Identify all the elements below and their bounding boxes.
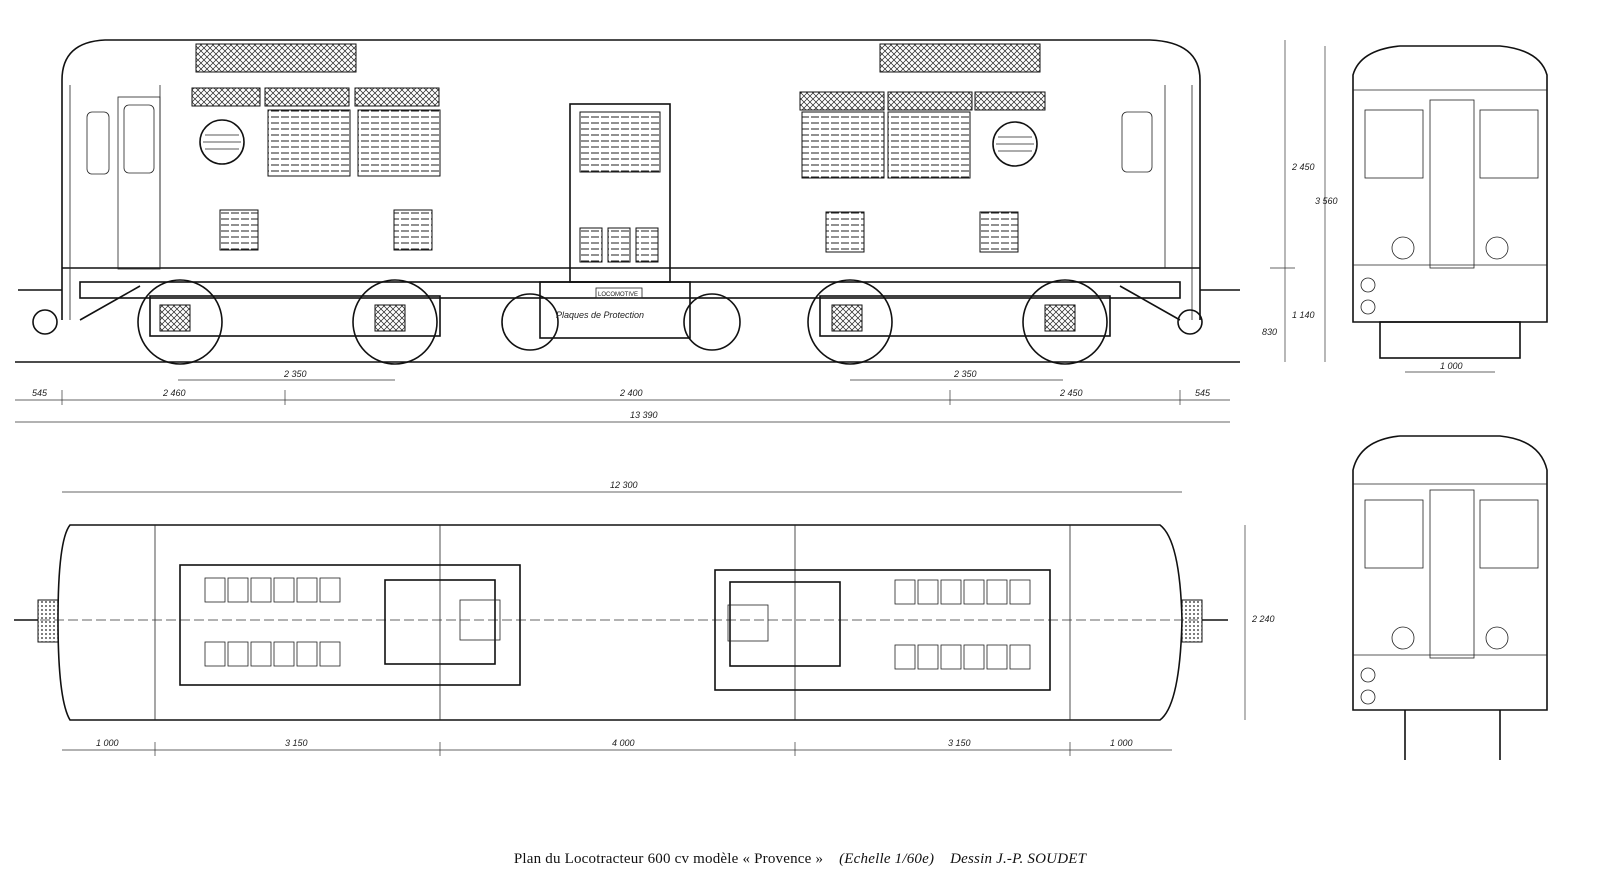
end-height-dim: 3 560 [1315,196,1338,206]
plan-section-dim: 3 150 [948,738,971,748]
side-elevation: LOCOMOTIVE Plaques de Protection [15,39,1240,365]
locomotive-plate-label: LOCOMOTIVE [598,292,638,298]
plan-section-dim: 4 000 [612,738,635,748]
engine-cylinders-left [204,577,501,667]
plan-section-dim: 1 000 [1110,738,1133,748]
caption-author: Dessin J.-P. SOUDET [950,851,1087,867]
caption-title: Plan du Locotracteur 600 cv modèle « Pro… [513,851,824,867]
protection-plate-label: Plaques de Protection [556,310,644,320]
caption-scale: (Echelle 1/60e) [839,851,935,867]
plan-section-dim: 1 000 [96,738,119,748]
section-dim: 2 460 [162,388,186,398]
end-gauge-dim: 1 000 [1440,361,1463,371]
overhang-dim: 545 [1195,388,1211,398]
engine-cylinders-right [727,579,1031,670]
bogie-wheelbase-dim: 2 350 [283,369,307,379]
total-length-dim: 13 390 [630,410,658,420]
end-view-top: 3 560 1 000 [1315,45,1548,373]
overhang-dim: 545 [32,388,48,398]
side-dimensions: 2 350 2 350 545 2 460 2 400 2 450 545 13… [15,40,1315,423]
vertical-dim: 830 [1262,327,1277,337]
drawing-caption: Plan du Locotracteur 600 cv modèle « Pro… [0,851,1600,868]
vertical-dim: 2 450 [1291,162,1315,172]
vertical-dim: 1 140 [1292,310,1315,320]
end-view-bottom [1352,435,1548,760]
plan-section-dim: 3 150 [285,738,308,748]
plan-dimensions: 12 300 1 000 3 150 4 000 3 150 1 000 2 2… [62,480,1275,756]
bogie-wheelbase-dim: 2 350 [953,369,977,379]
plan-width-dim: 2 240 [1251,614,1275,624]
plan-length-dim: 12 300 [610,480,638,490]
section-dim: 2 450 [1059,388,1083,398]
plan-view [14,524,1228,721]
section-dim: 2 400 [619,388,643,398]
